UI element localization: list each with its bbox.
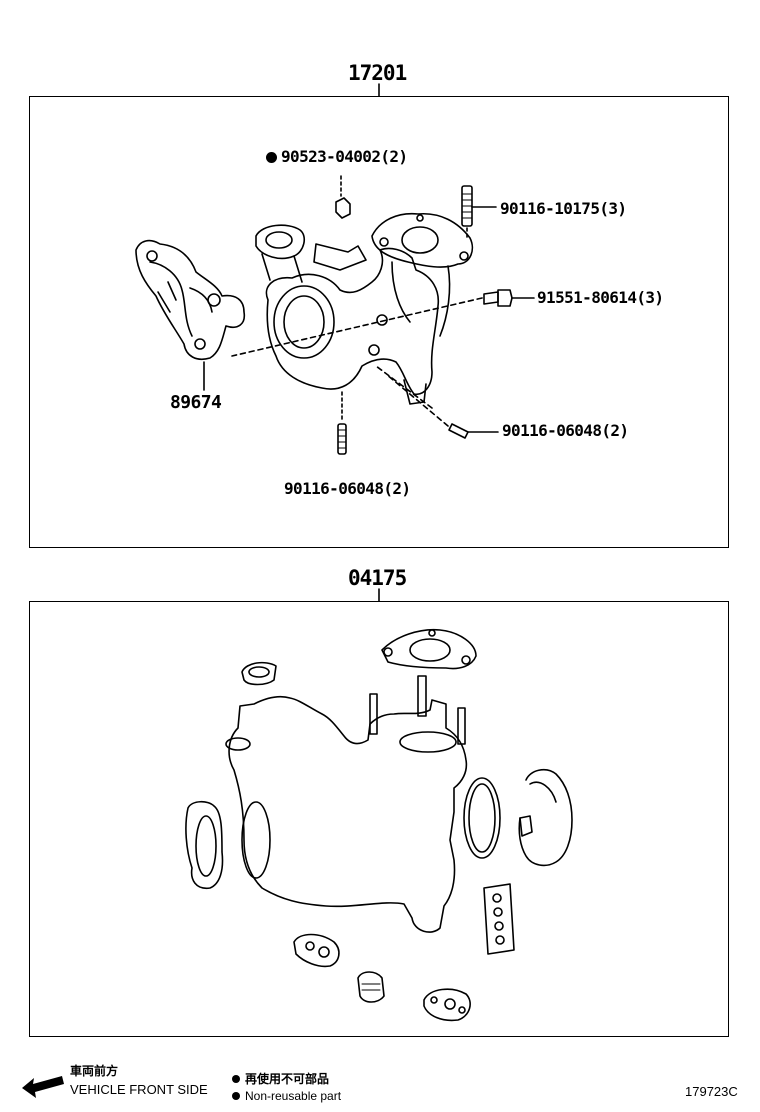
stud-bottom-part [337,391,347,455]
section-header-17201: 17201 [348,61,407,85]
bracket-89674 [135,239,246,360]
callout-bolt-right[interactable]: 91551-80614(3) [537,288,664,307]
callout-stud-top[interactable]: 90116-10175(3) [500,199,627,218]
turbocharger-assembly [255,212,474,405]
legend-nonreuse-jp: 再使用不可部品 [245,1072,330,1086]
non-reusable-dot-icon [266,152,277,163]
legend-nonreusable: 再使用不可部品 Non-reusable part [232,1070,341,1103]
gasket-kit-illustration [185,628,573,1022]
stud-right-part [375,365,499,439]
section-header-04175: 04175 [348,566,407,590]
legend-front-en: VEHICLE FRONT SIDE [70,1082,208,1097]
vehicle-front-arrow-icon [22,1076,64,1098]
figure-id: 179723C [685,1084,738,1099]
non-reusable-nut-part [335,175,351,219]
bolt-right-part [231,289,535,357]
callout-stud-bottom[interactable]: 90116-06048(2) [284,479,411,498]
legend-vehicle-front: 車両前方 VEHICLE FRONT SIDE [70,1062,208,1097]
legend-front-jp: 車両前方 [70,1064,119,1078]
callout-stud-right[interactable]: 90116-06048(2) [502,421,629,440]
callout-bracket[interactable]: 89674 [170,392,222,413]
legend-nonreuse-en: Non-reusable part [245,1089,342,1103]
callout-nonreuse-nut[interactable]: 90523-04002(2) [266,147,408,166]
stud-top-part [461,185,497,239]
non-reusable-dot-icon [232,1075,240,1083]
non-reusable-dot-icon [232,1092,240,1100]
